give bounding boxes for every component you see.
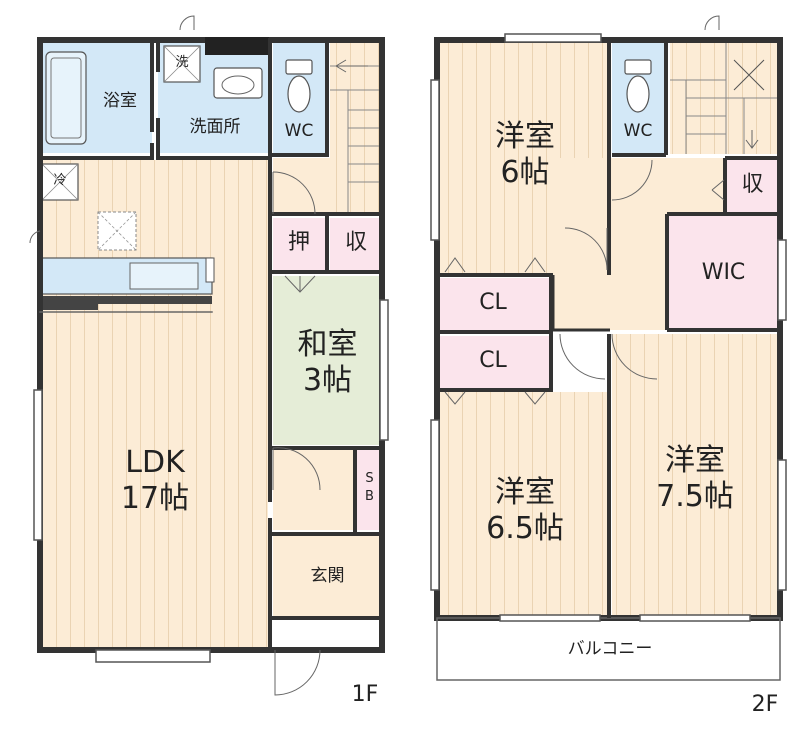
western2-size-label: 6.5帖 bbox=[486, 511, 564, 546]
oshiire-floor bbox=[273, 218, 325, 270]
entrance-label: 玄関 bbox=[310, 566, 345, 586]
stair1-floor bbox=[330, 40, 382, 212]
toilet-1f bbox=[285, 59, 313, 75]
floor2-label: 2F bbox=[751, 692, 779, 717]
shoebox-s-label: S bbox=[365, 471, 374, 486]
toilet-2f bbox=[624, 59, 652, 75]
washitsu-floor bbox=[273, 276, 382, 445]
doors-2f bbox=[444, 15, 725, 405]
storage1-floor bbox=[330, 218, 382, 270]
wic-label: WIC bbox=[701, 260, 746, 285]
washitsu-name-label: 和室 bbox=[297, 327, 358, 362]
floor1-label: 1F bbox=[351, 682, 379, 707]
stair2-floor bbox=[670, 40, 780, 154]
stairs-1f bbox=[330, 59, 382, 212]
balcony-label: バルコニー bbox=[567, 639, 653, 659]
ldk-size-label: 17帖 bbox=[120, 481, 190, 516]
floor1 bbox=[29, 15, 389, 696]
floor2 bbox=[430, 15, 787, 681]
western2-name-label: 洋室 bbox=[495, 475, 555, 510]
wc1-label: WC bbox=[284, 121, 314, 141]
closet2-floor bbox=[437, 336, 549, 388]
western3-name-label: 洋室 bbox=[665, 443, 725, 478]
ldk-name-label: LDK bbox=[125, 445, 185, 480]
stairs-2f bbox=[670, 40, 780, 154]
fridge-icon: 冷 bbox=[53, 173, 67, 188]
western1-name-label: 洋室 bbox=[495, 119, 555, 154]
shoebox-b-label: B bbox=[365, 489, 374, 504]
storage2-label: 収 bbox=[741, 172, 764, 197]
closet2-label: CL bbox=[479, 348, 507, 373]
entrance-floor bbox=[273, 536, 382, 618]
windows-1f bbox=[33, 299, 389, 663]
oshiire-label: 押 bbox=[287, 230, 310, 255]
wc2-label: WC bbox=[623, 121, 653, 141]
storage2-floor bbox=[727, 160, 778, 212]
closet1-floor bbox=[437, 278, 549, 330]
western2-floor bbox=[437, 392, 607, 618]
washroom-label: 洗面所 bbox=[189, 117, 241, 137]
washer-icon: 洗 bbox=[175, 55, 189, 70]
bathtub bbox=[45, 51, 87, 145]
hall1-floor bbox=[273, 158, 330, 212]
ldk-floor bbox=[40, 160, 268, 650]
wic-floor bbox=[669, 216, 778, 328]
storage1-label: 収 bbox=[344, 230, 367, 255]
bath-label: 浴室 bbox=[103, 91, 137, 111]
doors-1f bbox=[29, 15, 321, 696]
windows-2f bbox=[430, 33, 787, 622]
hall1b-floor bbox=[273, 450, 353, 530]
washitsu-size-label: 3帖 bbox=[302, 363, 353, 398]
closet1-label: CL bbox=[479, 290, 507, 315]
western3-size-label: 7.5帖 bbox=[656, 479, 734, 514]
western3-floor bbox=[612, 334, 780, 618]
shoebox-floor bbox=[357, 450, 382, 530]
western1-size-label: 6帖 bbox=[500, 155, 550, 190]
walls-2f bbox=[434, 37, 783, 681]
